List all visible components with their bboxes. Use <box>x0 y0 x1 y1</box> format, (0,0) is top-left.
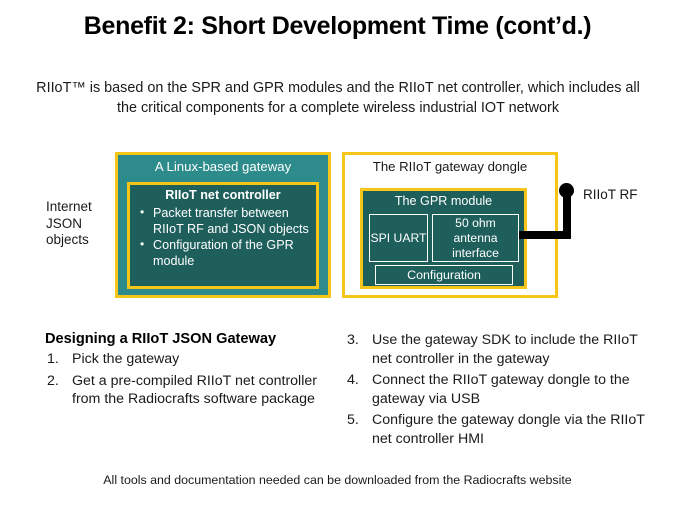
gpr-module-box: The GPR module SPI UART 50 ohm antenna i… <box>360 188 527 289</box>
list-item-text: Configure the gateway dongle via the RII… <box>372 412 645 447</box>
list-item-text: Get a pre-compiled RIIoT net controller … <box>72 372 317 408</box>
internet-json-objects-label: Internet JSON objects <box>46 199 92 247</box>
list-item: Configuration of the GPR module <box>135 237 316 269</box>
list-item-text: Use the gateway SDK to include the RIIoT… <box>372 332 638 367</box>
gpr-module-cells: SPI UART 50 ohm antenna interface <box>369 214 519 262</box>
gateway-dongle-title: The RIIoT gateway dongle <box>372 159 528 174</box>
designing-gateway-column: Designing a RIIoT JSON Gateway 1. Pick t… <box>45 331 345 412</box>
list-item: 1. Pick the gateway <box>45 350 345 369</box>
page-title: Benefit 2: Short Development Time (cont’… <box>83 12 592 40</box>
intro-paragraph: RIIoT™ is based on the SPR and GPR modul… <box>36 80 640 116</box>
designing-gateway-steps-continued: 3. Use the gateway SDK to include the RI… <box>345 331 650 448</box>
list-item-number: 3. <box>347 332 359 348</box>
list-item-text: Pick the gateway <box>72 351 180 367</box>
antenna-interface-cell: 50 ohm antenna interface <box>432 214 519 262</box>
footer-note: All tools and documentation needed can b… <box>103 473 572 487</box>
configuration-cell: Configuration <box>375 265 513 285</box>
linux-gateway-box: A Linux-based gateway RIIoT net controll… <box>115 152 331 298</box>
antenna-vertical-mast-icon <box>563 189 571 235</box>
designing-gateway-steps: 1. Pick the gateway 2. Get a pre-compile… <box>45 350 345 409</box>
list-item-number: 2. <box>47 372 59 389</box>
list-item: Packet transfer between RIIoT RF and JSO… <box>135 205 316 237</box>
antenna-tip-dot-icon <box>559 183 574 198</box>
antenna-label: RIIoT RF <box>583 187 638 202</box>
list-item: 3. Use the gateway SDK to include the RI… <box>345 331 650 368</box>
riiot-net-controller-box: RIIoT net controller Packet transfer bet… <box>127 182 319 289</box>
list-item: 5. Configure the gateway dongle via the … <box>345 411 650 448</box>
riiot-net-controller-bullets: Packet transfer between RIIoT RF and JSO… <box>135 205 316 270</box>
list-item-number: 1. <box>47 351 59 367</box>
gateway-dongle-box: The RIIoT gateway dongle The GPR module … <box>342 152 558 298</box>
list-item-number: 4. <box>347 372 359 388</box>
designing-gateway-heading: Designing a RIIoT JSON Gateway <box>45 331 277 347</box>
antenna-horizontal-lead-icon <box>519 231 571 239</box>
spi-uart-cell: SPI UART <box>369 214 428 262</box>
gpr-module-title: The GPR module <box>394 194 493 208</box>
designing-gateway-column-continued: 3. Use the gateway SDK to include the RI… <box>345 331 650 451</box>
riiot-net-controller-title: RIIoT net controller <box>165 188 281 202</box>
list-item: 2. Get a pre-compiled RIIoT net controll… <box>45 372 345 409</box>
list-item-text: Connect the RIIoT gateway dongle to the … <box>372 372 630 407</box>
list-item-number: 5. <box>347 412 359 428</box>
list-item: 4. Connect the RIIoT gateway dongle to t… <box>345 371 650 408</box>
linux-gateway-title: A Linux-based gateway <box>154 159 292 174</box>
